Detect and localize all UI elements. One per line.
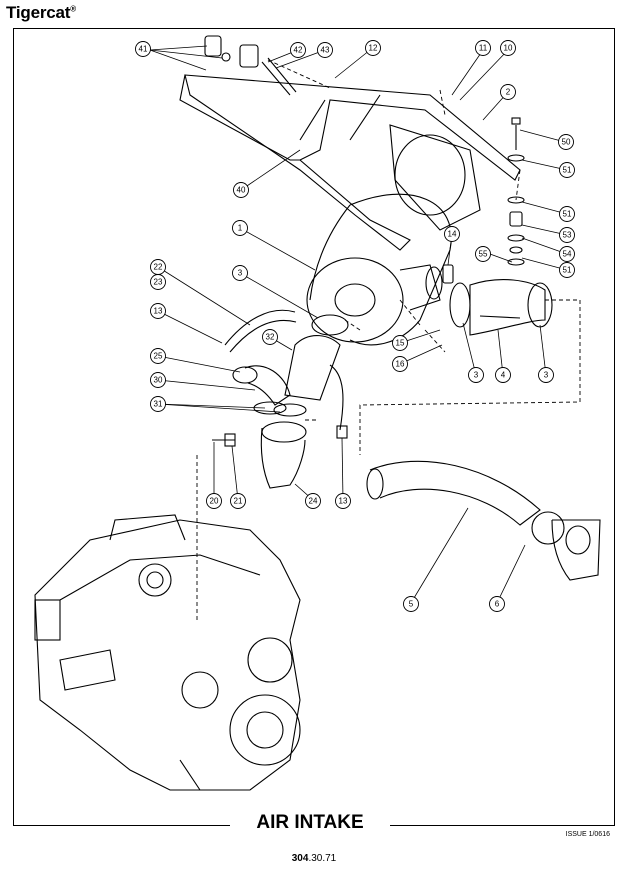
page-number: 304.30.71 xyxy=(0,853,628,864)
callout-42: 42 xyxy=(294,46,303,55)
page-number-rest: .30.71 xyxy=(308,853,337,864)
page-title: AIR INTAKE xyxy=(230,812,390,834)
callout-23: 23 xyxy=(154,278,163,287)
callout-13a: 13 xyxy=(154,307,163,316)
engine-block xyxy=(34,519,301,791)
brand-logo: Tigercat® xyxy=(6,3,76,23)
crank-pulley xyxy=(229,694,301,766)
clamp-41 xyxy=(204,35,222,57)
callout-6: 6 xyxy=(495,600,500,609)
hose-32 xyxy=(284,335,341,401)
callout-1: 1 xyxy=(238,224,243,233)
callout-31: 31 xyxy=(154,400,163,409)
brand-name: Tigercat xyxy=(6,3,71,22)
callout-43: 43 xyxy=(321,46,330,55)
clamp-42 xyxy=(239,44,259,68)
callout-3b: 3 xyxy=(474,371,479,380)
elbow-5 xyxy=(369,460,541,526)
starter xyxy=(59,649,116,691)
clamp-3a xyxy=(449,282,471,328)
callout-labels: 41 42 43 12 11 10 2 50 51 51 53 54 55 51… xyxy=(139,44,572,609)
callout-53: 53 xyxy=(563,231,572,240)
callout-22: 22 xyxy=(154,263,163,272)
callout-50: 50 xyxy=(562,138,571,147)
callout-24: 24 xyxy=(309,497,318,506)
callout-32: 32 xyxy=(266,333,275,342)
callout-51b: 51 xyxy=(563,210,572,219)
air-cleaner-cover xyxy=(389,124,481,231)
callout-21: 21 xyxy=(234,497,243,506)
callout-25: 25 xyxy=(154,352,163,361)
callout-54: 54 xyxy=(563,250,572,259)
callout-55: 55 xyxy=(479,250,488,259)
callout-11: 11 xyxy=(479,44,488,53)
callout-bubbles xyxy=(135,40,575,612)
callout-3c: 3 xyxy=(544,371,549,380)
callout-2: 2 xyxy=(506,88,511,97)
callout-30: 30 xyxy=(154,376,163,385)
mounting-plate xyxy=(551,519,601,581)
callout-12: 12 xyxy=(369,44,378,53)
turbo-outlet xyxy=(138,563,172,597)
callout-16: 16 xyxy=(396,360,405,369)
leader-lines xyxy=(149,45,568,604)
callout-41: 41 xyxy=(139,45,148,54)
callout-51c: 51 xyxy=(563,266,572,275)
registered-mark: ® xyxy=(70,4,76,14)
callout-14: 14 xyxy=(448,230,457,239)
callout-4: 4 xyxy=(501,371,506,380)
clamp-3c xyxy=(311,314,349,336)
callout-40: 40 xyxy=(237,186,246,195)
callout-3a: 3 xyxy=(238,269,243,278)
page-number-bold: 304 xyxy=(291,853,309,864)
callout-13b: 13 xyxy=(339,497,348,506)
callout-15: 15 xyxy=(396,339,405,348)
pipe-24 xyxy=(260,427,306,489)
bottom-rule-right xyxy=(378,825,615,826)
alternator xyxy=(181,671,219,709)
dashed-guides xyxy=(196,59,581,620)
issue-label: ISSUE 1/0616 xyxy=(565,831,610,838)
hose-4 xyxy=(469,279,546,336)
clamp-6 xyxy=(531,511,565,545)
air-cleaner-end xyxy=(306,257,404,343)
bracket-arm xyxy=(179,74,300,161)
parts-drawing xyxy=(34,35,601,791)
callout-51a: 51 xyxy=(563,166,572,175)
drawing-frame xyxy=(13,28,615,826)
callout-10: 10 xyxy=(504,44,513,53)
bottom-rule-left xyxy=(13,825,243,826)
callout-5: 5 xyxy=(409,600,414,609)
callout-20: 20 xyxy=(210,497,219,506)
